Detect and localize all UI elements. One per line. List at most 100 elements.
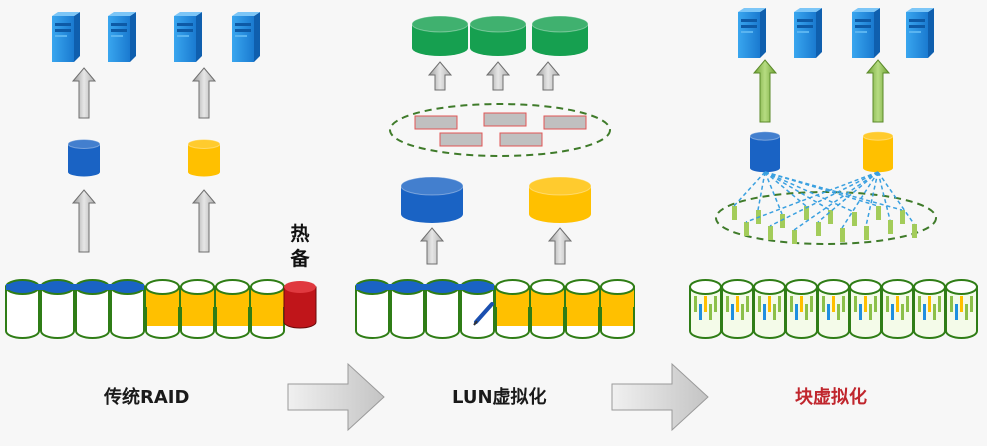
block-link-line: [733, 171, 766, 207]
server-icon: [794, 8, 822, 58]
up-arrow-icon: [535, 61, 561, 91]
raid-blue-band: [6, 284, 144, 290]
up-arrow-icon: [71, 189, 97, 253]
hot-spare-disk: [283, 281, 317, 329]
block-disk: [913, 279, 946, 339]
lun-database-green: [469, 15, 527, 56]
block-disk-stripe: [810, 296, 813, 312]
raid-yellow-fill: [147, 306, 178, 326]
lun-database-green: [411, 15, 469, 56]
block-link-line: [877, 171, 915, 225]
block-database-yellow: [862, 131, 894, 173]
up-arrow-icon: [191, 67, 217, 119]
server-icon: [232, 12, 260, 62]
lun-database-green: [531, 15, 589, 56]
block-disk-stripe: [805, 304, 808, 320]
lun-blue-band: [356, 284, 494, 290]
block-disk-stripe: [933, 304, 936, 320]
block-disk-stripe: [886, 296, 889, 312]
block-disk-stripe: [800, 296, 803, 312]
block-disk-stripe: [768, 296, 771, 312]
lun-yellow-fill: [497, 306, 528, 326]
block-chunk: [804, 206, 809, 220]
block-disk-stripe: [746, 296, 749, 312]
block-link-line: [793, 171, 879, 231]
lun-yellow-fill: [602, 306, 633, 326]
block-disk-stripe: [906, 296, 909, 312]
right-arrow-icon: [287, 362, 385, 432]
up-arrow-icon: [485, 61, 511, 91]
block-chunk: [816, 222, 821, 236]
block-disk-stripe: [965, 304, 968, 320]
hot-spare-label-1: 热: [290, 223, 310, 245]
block-disk-stripe: [896, 296, 899, 312]
lun-database-blue: [400, 176, 464, 223]
block-disk-stripe: [822, 296, 825, 312]
block-disk-stripe: [795, 304, 798, 320]
block-disk-stripe: [790, 296, 793, 312]
lun-disk: [425, 279, 460, 339]
block-disk-stripe: [699, 304, 702, 320]
block-disk-stripe: [901, 304, 904, 320]
block-disk-stripe: [864, 296, 867, 312]
stage-label-block: 块虚拟化: [795, 387, 867, 408]
block-disk-stripe: [726, 296, 729, 312]
block-disk-stripe: [763, 304, 766, 320]
block-chunk: [732, 206, 737, 220]
block-disk-stripe: [709, 304, 712, 320]
block-chunk: [780, 214, 785, 228]
pen-icon: [473, 302, 494, 326]
block-disk-stripe: [837, 304, 840, 320]
server-icon: [174, 12, 202, 62]
block-disk-stripe: [773, 304, 776, 320]
stage-label-lun: LUN虚拟化: [452, 387, 547, 408]
block-disk-stripe: [869, 304, 872, 320]
block-chunk: [744, 222, 749, 236]
block-link-line: [764, 171, 807, 207]
block-disk-stripe: [714, 296, 717, 312]
up-arrow-icon: [427, 61, 453, 91]
block-link-line: [764, 171, 855, 213]
block-disk: [817, 279, 850, 339]
lun-pool-ring: [389, 103, 611, 157]
server-icon: [906, 8, 934, 58]
server-icon: [852, 8, 880, 58]
block-link-line: [764, 171, 879, 207]
block-disk-stripe: [694, 296, 697, 312]
block-chunk: [888, 220, 893, 234]
server-icon: [108, 12, 136, 62]
block-chunk: [852, 212, 857, 226]
block-pool-ring: [715, 191, 937, 245]
lun-chunk: [543, 115, 587, 130]
block-chunk: [900, 210, 905, 224]
block-disk-stripe: [778, 296, 781, 312]
block-disk-stripe: [704, 296, 707, 312]
block-disk-stripe: [960, 296, 963, 312]
stage-label-raid: 传统RAID: [104, 387, 190, 408]
raid-database-blue: [67, 139, 101, 177]
block-link-line: [764, 171, 783, 215]
block-disk: [689, 279, 722, 339]
block-disk-stripe: [918, 296, 921, 312]
block-link-line: [817, 171, 879, 223]
server-icon: [738, 8, 766, 58]
block-disk-stripe: [950, 296, 953, 312]
block-link-line: [877, 171, 891, 221]
up-arrow-icon: [752, 59, 778, 123]
lun-chunk: [483, 112, 527, 127]
block-chunk: [912, 224, 917, 238]
block-disk-stripe: [842, 296, 845, 312]
right-arrow-icon: [611, 362, 709, 432]
up-arrow-icon: [419, 227, 445, 265]
block-disk: [785, 279, 818, 339]
block-disk-stripe: [832, 296, 835, 312]
up-arrow-icon: [547, 227, 573, 265]
block-link-line: [769, 171, 879, 227]
hot-spare-label-2: 备: [290, 248, 310, 270]
raid-database-yellow: [187, 139, 221, 177]
block-chunk: [768, 226, 773, 240]
block-chunk: [792, 230, 797, 244]
block-disk: [881, 279, 914, 339]
block-link-line: [745, 171, 879, 223]
